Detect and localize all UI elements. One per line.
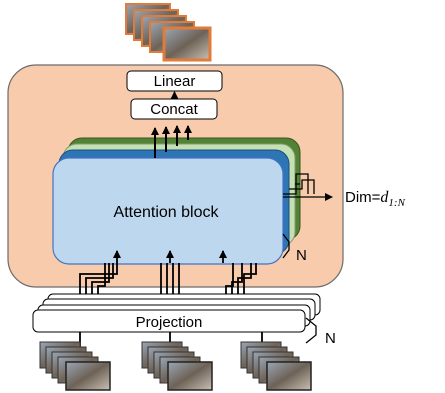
- attention-layer-stack: Attention block: [52, 137, 301, 265]
- dim-subscript: 1:N: [388, 197, 405, 209]
- dim-prefix: Dim=: [345, 189, 381, 206]
- concat-label: Concat: [150, 101, 198, 118]
- concat-input-arrows: [151, 125, 192, 158]
- input-frame-stack-1: [39, 341, 111, 391]
- input-frame-stack-3: [240, 341, 312, 391]
- projection-to-attention-arrows: [79, 250, 263, 365]
- input-frame-stack-2: [141, 341, 213, 391]
- dim-variable: d: [380, 189, 389, 206]
- attention-n-marker: N: [282, 233, 307, 264]
- linear-label: Linear: [154, 73, 196, 90]
- output-frame-stack: [125, 3, 212, 62]
- projection-n-marker: N: [305, 317, 336, 347]
- projection-label: Projection: [136, 314, 203, 331]
- dim-connector: [283, 173, 333, 201]
- linear-box: Linear: [126, 70, 223, 92]
- concat-box: Concat: [130, 98, 218, 120]
- projection-stack: Projection: [32, 293, 321, 333]
- dim-label: Dim=d1:N: [345, 189, 406, 209]
- attention-block-label: Attention block: [114, 204, 220, 221]
- projection-n-label: N: [325, 330, 336, 347]
- attention-n-label: N: [296, 247, 307, 264]
